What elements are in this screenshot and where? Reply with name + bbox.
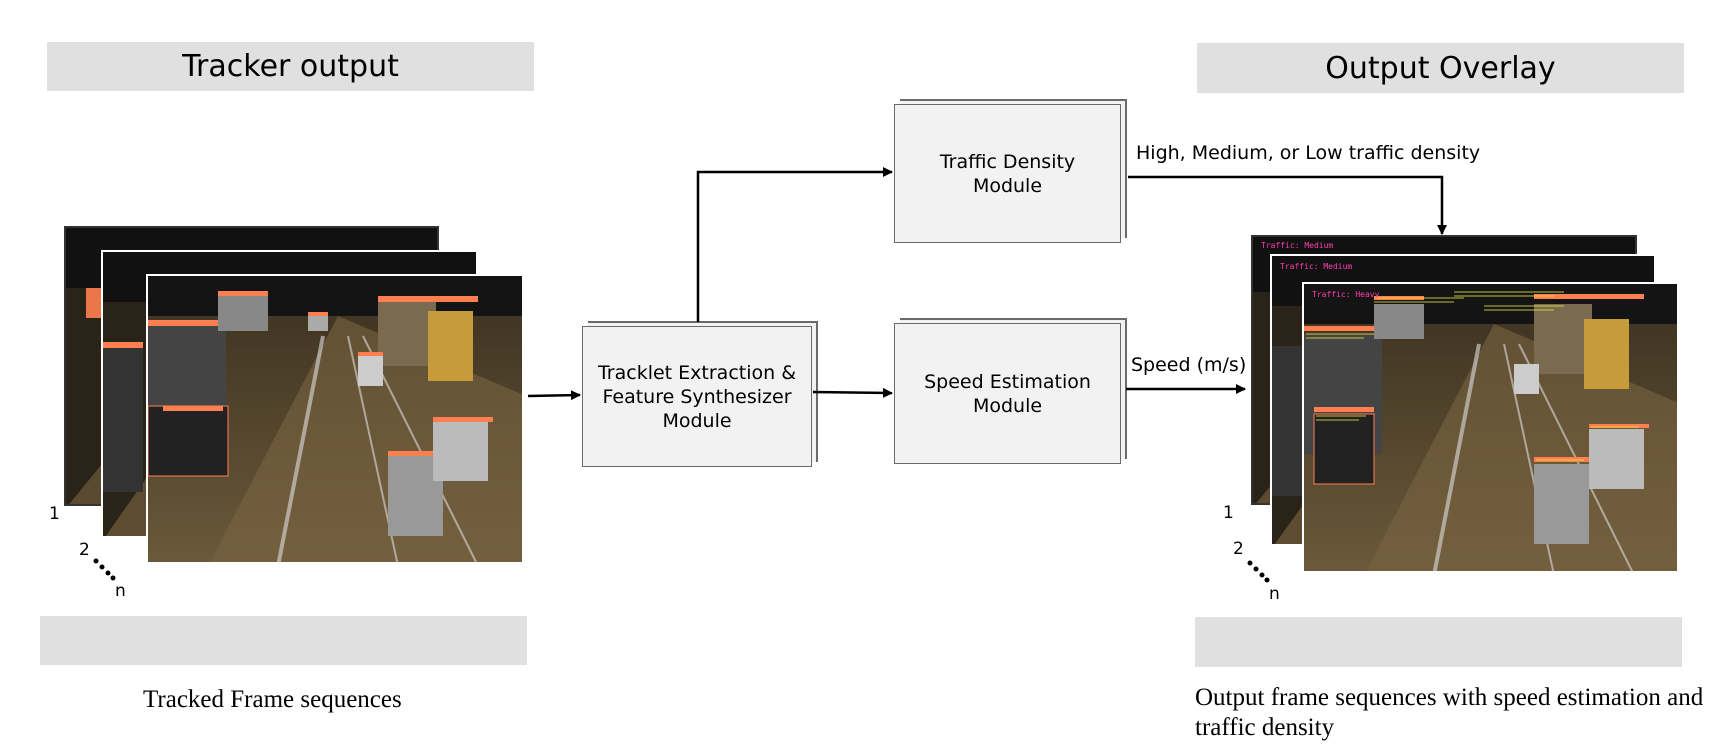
- density-output-label: High, Medium, or Low traffic density: [1136, 142, 1481, 164]
- left-frame-1-index: 1: [49, 504, 60, 524]
- output-overlay-title: Output Overlay: [1325, 50, 1556, 86]
- tracker-output-title: Tracker output: [182, 49, 399, 84]
- left-frame-3: [146, 274, 524, 564]
- right-frame-1-tag: Traffic: Medium: [1261, 241, 1334, 250]
- left-ellipsis-dots: [93, 558, 116, 581]
- right-frame-3-tag: Traffic: Heavy: [1312, 290, 1380, 299]
- speed-estimation-module: Speed Estimation Module: [894, 323, 1121, 464]
- arrow-tracklet-to-density: [696, 167, 893, 322]
- right-frame-n-index: n: [1269, 584, 1280, 604]
- left-frame-n-index: n: [115, 581, 126, 601]
- tracklet-extraction-module: Tracklet Extraction & Feature Synthesize…: [582, 326, 812, 467]
- right-frame-3: Traffic: Heavy: [1302, 282, 1679, 573]
- right-frame-2-index: 2: [1233, 539, 1244, 559]
- arrow-tracker-to-tracklet: [527, 390, 581, 401]
- arrow-density-to-overlay: [1128, 175, 1447, 235]
- left-caption-banner: [40, 616, 527, 665]
- tracker-output-banner: Tracker output: [47, 42, 534, 91]
- arrow-tracklet-to-speed: [812, 387, 893, 398]
- right-frame-2-tag: Traffic: Medium: [1280, 262, 1353, 271]
- traffic-density-module: Traffic Density Module: [894, 104, 1121, 243]
- output-overlay-banner: Output Overlay: [1197, 43, 1684, 93]
- right-frame-1-index: 1: [1223, 503, 1234, 523]
- left-frame-2-index: 2: [79, 540, 90, 560]
- left-caption: Tracked Frame sequences: [143, 686, 402, 713]
- right-caption: Output frame sequences with speed estima…: [1195, 684, 1704, 741]
- speed-output-label: Speed (m/s): [1131, 354, 1247, 376]
- right-ellipsis-dots: [1247, 560, 1270, 583]
- right-caption-banner: [1195, 617, 1682, 667]
